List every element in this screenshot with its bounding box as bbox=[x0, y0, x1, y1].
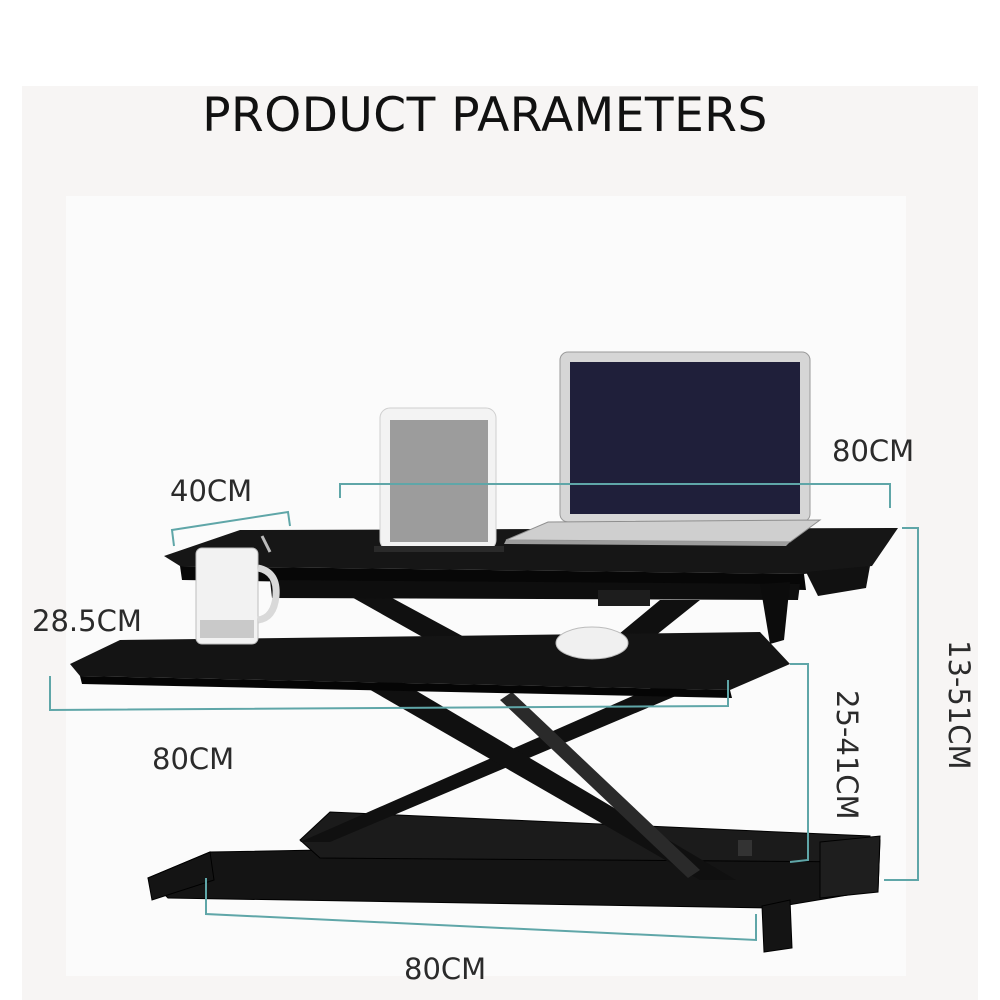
desk-base bbox=[147, 811, 881, 953]
laptop bbox=[504, 351, 822, 546]
mug bbox=[195, 535, 280, 645]
dimension-base-width: 80CM bbox=[404, 952, 487, 986]
keyboard-tray bbox=[70, 632, 790, 698]
dimension-lines bbox=[49, 483, 919, 942]
dimension-keyboard-width: 80CM bbox=[152, 742, 235, 776]
mouse bbox=[555, 626, 629, 660]
dimension-keyboard-depth: 28.5CM bbox=[32, 604, 142, 638]
dimension-keyboard-height: 25-41CM bbox=[830, 690, 864, 820]
dimension-side-depth: 40CM bbox=[170, 474, 253, 508]
tablet bbox=[374, 407, 504, 552]
dimension-top-width: 80CM bbox=[832, 434, 915, 468]
dimension-total-height: 13-51CM bbox=[942, 640, 976, 770]
page-title: PRODUCT PARAMETERS bbox=[202, 88, 768, 143]
